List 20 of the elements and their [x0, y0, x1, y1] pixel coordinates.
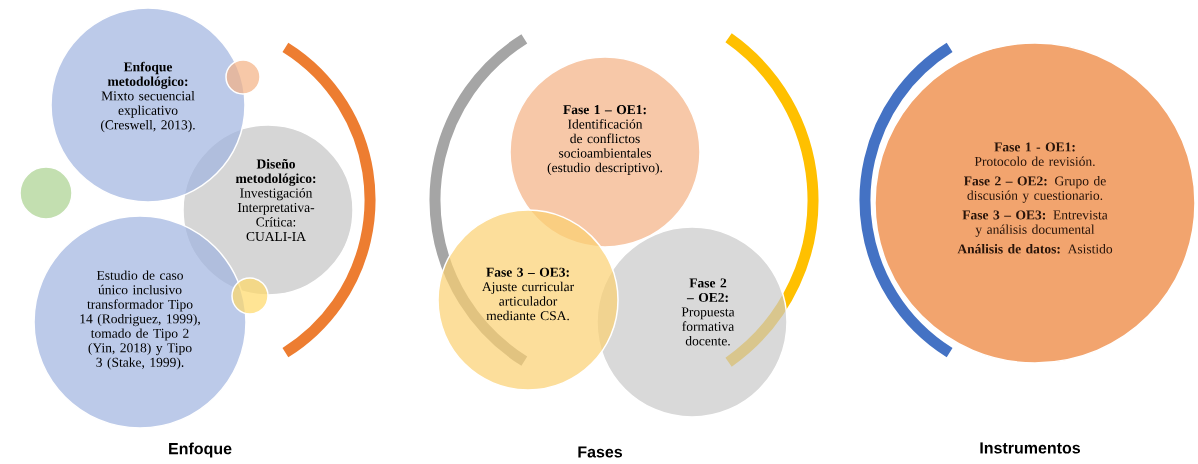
text-circle — [437, 209, 619, 391]
node-label: Fase 2 – OE2: Grupo de discusión y cuestionario. — [964, 176, 1106, 203]
node-label: Fase 3 – OE3: Entrevista y análisis documental — [962, 210, 1108, 237]
circle-text: Fase 2 – OE2: Propuesta formativa docente. — [681, 278, 735, 346]
text-circle — [874, 42, 1196, 364]
circle-text: Fase 1 - OE1: Protocolo de revisión. Fase 2 – OE2: Grupo de discusión y cuestionario. Fase 3 – OE3: Entrevista y análisis documental Análisis de datos: Asistido — [957, 142, 1113, 254]
circle-text: Diseño metodológico: Investigación Interpretativa-Crítica: CUALI-IA — [235, 158, 316, 241]
circle-shape — [231, 277, 269, 315]
section-heading: Instrumentos — [980, 442, 1081, 454]
circle-text: Fase 3 – OE3: Ajuste curricular articulador mediante CSA. — [482, 267, 574, 321]
circle-shape — [19, 166, 73, 220]
node-label: Fase 1 - OE1: Protocolo de revisión. — [974, 142, 1095, 167]
node-label: Análisis de datos: Asistido — [957, 243, 1113, 254]
circle-shape — [225, 59, 261, 95]
section-heading: Fases — [578, 446, 623, 458]
circle-text: Enfoque metodológico: Mixto secuencial explicativo (Creswell, 2013). — [101, 61, 195, 133]
circle-text: Estudio de caso único inclusivo transformador Tipo 14 (Rodriguez, 1999), tomado de Tipo 2 (Yin, 2018) y Tipo 3 (Stake, 1999). — [80, 270, 200, 370]
circle-text: Fase 1 – OE1: Identificación de conflictos socioambientales (estudio descriptivo). — [547, 105, 663, 175]
text-circle — [33, 215, 247, 429]
text-circle — [509, 56, 701, 248]
